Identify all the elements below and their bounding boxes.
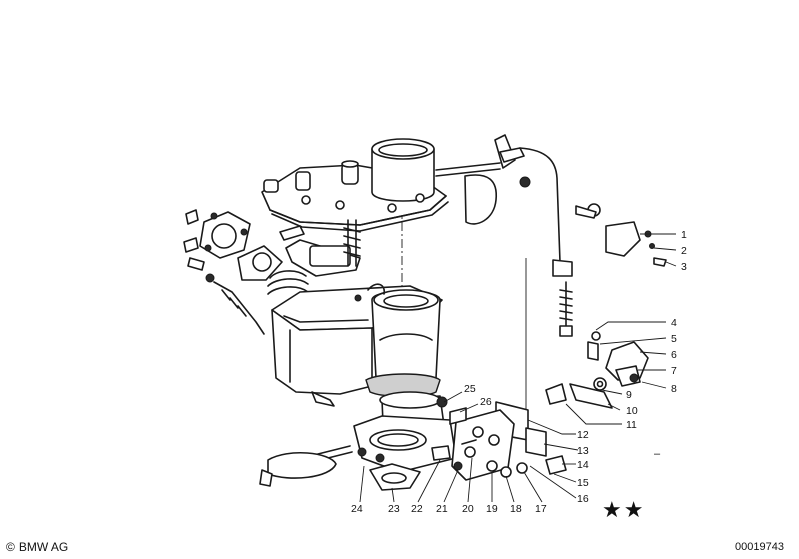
throttle-body [259, 391, 457, 491]
callout-labels: 1 2 3 4 5 6 7 8 9 10 11 12 13 14 15 16 1… [351, 229, 687, 515]
callout-8: 8 [671, 383, 677, 395]
linkage-plate [431, 396, 567, 481]
callout-9: 9 [626, 389, 632, 401]
callout-14: 14 [577, 459, 589, 471]
callout-3: 3 [681, 261, 687, 273]
copyright-symbol: © [6, 540, 15, 554]
callout-13: 13 [577, 445, 589, 457]
callout-7: 7 [671, 365, 677, 377]
carburetor-body [271, 283, 443, 407]
linkage-small-parts [545, 203, 667, 409]
callout-22: 22 [411, 503, 423, 515]
callout-18: 18 [510, 503, 522, 515]
callout-4: 4 [671, 317, 677, 329]
callout-1: 1 [681, 229, 687, 241]
dash-mark: – [654, 448, 661, 460]
callout-16: 16 [577, 493, 589, 505]
callout-17: 17 [535, 503, 547, 515]
brand-credit: © BMW AG [6, 540, 68, 554]
callout-25: 25 [464, 383, 476, 395]
callout-19: 19 [486, 503, 498, 515]
callout-15: 15 [577, 477, 589, 489]
leader-lines [359, 233, 677, 503]
callout-20: 20 [462, 503, 474, 515]
callout-21: 21 [436, 503, 448, 515]
callout-5: 5 [671, 333, 677, 345]
callout-26: 26 [480, 396, 492, 408]
accelerator-pump-parts [183, 209, 283, 335]
document-number: 00019743 [735, 541, 784, 553]
callout-10: 10 [626, 405, 638, 417]
carburetor-top-cover [261, 138, 449, 232]
brand-name: BMW AG [18, 540, 69, 554]
callout-2: 2 [681, 245, 687, 257]
callout-11: 11 [626, 419, 637, 431]
choke-shaft [435, 134, 531, 225]
float-assembly [267, 219, 361, 295]
callout-24: 24 [351, 503, 363, 515]
callout-23: 23 [388, 503, 400, 515]
callout-12: 12 [577, 429, 589, 441]
choke-rod [519, 147, 573, 440]
stars-mark: ★★ [602, 497, 646, 522]
callout-6: 6 [671, 349, 677, 361]
